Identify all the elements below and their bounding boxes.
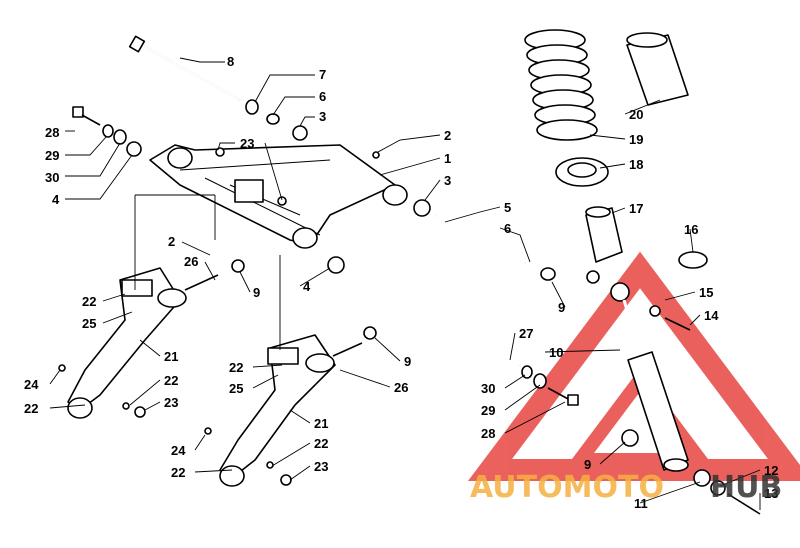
link-arm-middle	[204, 326, 377, 487]
coil-spring	[524, 29, 598, 141]
shaft-upper	[433, 213, 556, 281]
dust-boot	[626, 32, 689, 106]
callout-19: 19	[629, 132, 643, 147]
bushing	[292, 125, 308, 141]
callout-25: 25	[229, 381, 243, 396]
bushing	[266, 113, 280, 125]
bolt-stack-right	[521, 365, 579, 406]
callout-4: 4	[52, 192, 60, 207]
callout-25: 25	[82, 316, 96, 331]
callout-23: 23	[164, 395, 178, 410]
callout-27: 27	[519, 326, 533, 341]
assembly-guides	[134, 194, 281, 350]
callout-23: 23	[240, 136, 254, 151]
link-arm-left	[58, 259, 245, 419]
callout-6: 6	[319, 89, 326, 104]
callout-labels: 8 7 6 3 28 29 30 4 23 2 1 3 2 5 6 26 9 2…	[24, 54, 778, 511]
watermark-part2: HUB	[710, 470, 782, 505]
callout-8: 8	[227, 54, 234, 69]
shock-absorber	[586, 251, 761, 515]
callout-6: 6	[504, 221, 511, 236]
rear-arm-assembly	[149, 144, 408, 249]
callout-18: 18	[629, 157, 643, 172]
callout-21: 21	[164, 349, 178, 364]
washer	[245, 99, 259, 115]
callout-17: 17	[629, 201, 643, 216]
bump-stop	[585, 206, 623, 263]
callout-16: 16	[684, 222, 698, 237]
callout-30: 30	[481, 381, 495, 396]
callout-23: 23	[314, 459, 328, 474]
callout-3: 3	[444, 173, 451, 188]
callout-14: 14	[704, 308, 719, 323]
callout-30: 30	[45, 170, 59, 185]
callout-11: 11	[634, 496, 648, 511]
callout-9: 9	[558, 300, 565, 315]
bushing	[413, 199, 431, 217]
callout-1: 1	[444, 151, 451, 166]
callout-13: 13	[764, 486, 778, 501]
callout-22: 22	[314, 436, 328, 451]
callout-12: 12	[764, 463, 778, 478]
callout-15: 15	[699, 285, 713, 300]
callout-9: 9	[404, 354, 411, 369]
bolt-stack-left	[72, 106, 142, 157]
callout-24: 24	[171, 443, 186, 458]
callout-2: 2	[444, 128, 451, 143]
watermark-part1: AUTOMOTO	[470, 470, 664, 505]
callout-29: 29	[481, 403, 495, 418]
callout-2: 2	[168, 234, 175, 249]
callout-22: 22	[24, 401, 38, 416]
long-bolt	[128, 35, 241, 101]
callout-26: 26	[394, 380, 408, 395]
callout-9: 9	[253, 285, 260, 300]
callout-22: 22	[82, 294, 96, 309]
callout-22: 22	[229, 360, 243, 375]
callout-29: 29	[45, 148, 59, 163]
shaft-lower	[327, 256, 522, 368]
callout-21: 21	[314, 416, 328, 431]
callout-26: 26	[184, 254, 198, 269]
watermark-text: AUTOMOTO HUB	[470, 470, 782, 505]
callout-10: 10	[549, 345, 563, 360]
callout-24: 24	[24, 377, 39, 392]
callout-22: 22	[171, 465, 185, 480]
callout-20: 20	[629, 107, 643, 122]
callout-5: 5	[504, 200, 511, 215]
leader-lines	[49, 57, 761, 510]
callout-4: 4	[303, 279, 311, 294]
callout-7: 7	[319, 67, 326, 82]
callout-28: 28	[45, 125, 59, 140]
spring-retainer	[555, 157, 609, 187]
callout-28: 28	[481, 426, 495, 441]
callout-3: 3	[319, 109, 326, 124]
callout-9: 9	[584, 457, 591, 472]
callout-22: 22	[164, 373, 178, 388]
